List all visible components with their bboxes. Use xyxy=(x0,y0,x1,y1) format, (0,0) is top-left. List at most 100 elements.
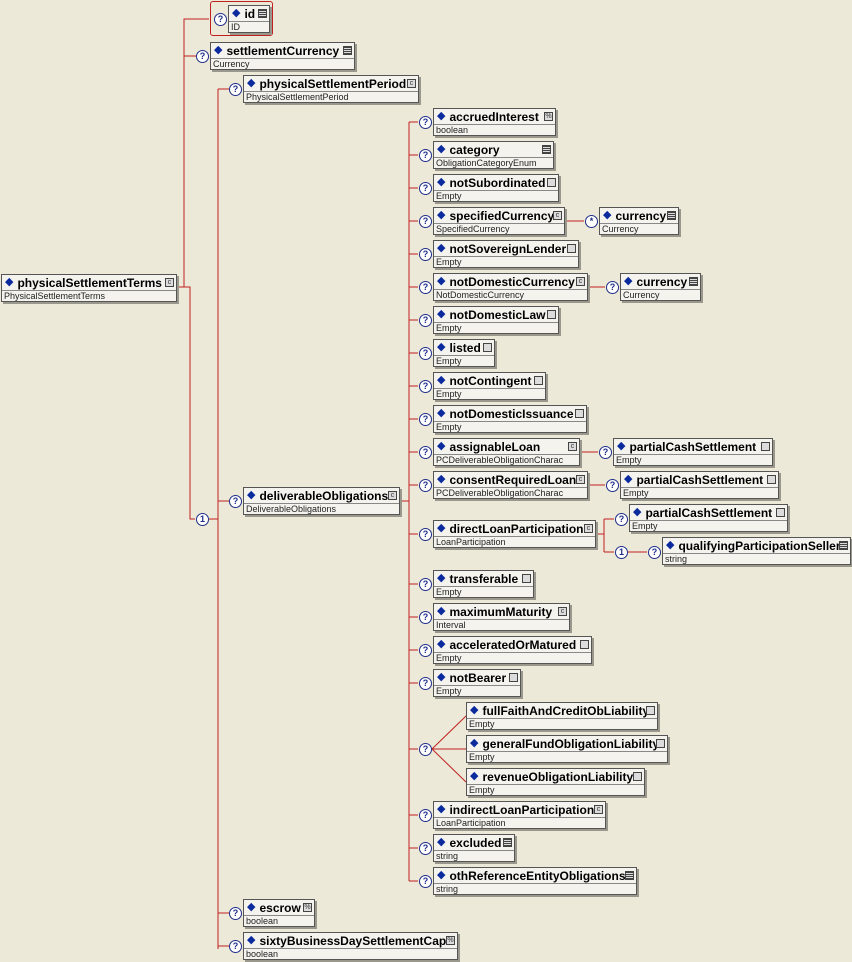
optional-icon: ? xyxy=(419,182,432,195)
node-listed[interactable]: ◆listed Empty xyxy=(433,339,495,367)
simple-type-icon xyxy=(839,541,848,550)
optional-icon: ? xyxy=(419,215,432,228)
optional-icon: ? xyxy=(615,513,628,526)
optional-icon: ? xyxy=(419,347,432,360)
node-qualifyingParticipationSeller[interactable]: ◆qualifyingParticipationSeller string xyxy=(662,537,851,565)
simple-type-icon xyxy=(343,46,352,55)
complex-type-icon: c xyxy=(568,442,577,451)
optional-icon: ? xyxy=(606,281,619,294)
empty-type-icon xyxy=(547,310,556,319)
node-notSubordinated[interactable]: ◆notSubordinated Empty xyxy=(433,174,559,202)
optional-icon: ? xyxy=(419,528,432,541)
node-assignableLoan[interactable]: ◆assignableLoan PCDeliverableObligationC… xyxy=(433,438,580,466)
node-acceleratedOrMatured[interactable]: ◆acceleratedOrMatured Empty xyxy=(433,636,592,664)
node-consentRequiredLoan[interactable]: ◆consentRequiredLoan PCDeliverableObliga… xyxy=(433,471,588,499)
optional-icon: ? xyxy=(419,380,432,393)
empty-type-icon xyxy=(522,574,531,583)
optional-icon: ? xyxy=(229,495,242,508)
node-indirectLoanParticipation[interactable]: ◆indirectLoanParticipation LoanParticipa… xyxy=(433,801,606,829)
element-icon: ◆ xyxy=(437,209,446,221)
element-icon: ◆ xyxy=(437,308,446,320)
optional-icon: ? xyxy=(419,446,432,459)
node-excluded[interactable]: ◆excluded string xyxy=(433,834,515,862)
optional-icon: ? xyxy=(606,479,619,492)
element-icon: ◆ xyxy=(617,440,626,452)
empty-type-icon xyxy=(656,739,665,748)
element-icon: ◆ xyxy=(214,44,223,56)
repeat-icon: * xyxy=(585,215,598,228)
node-currency[interactable]: ◆currency Currency xyxy=(620,273,701,301)
simple-type-icon xyxy=(542,145,551,154)
optional-icon: ? xyxy=(419,479,432,492)
node-revenueObligationLiability[interactable]: ◆revenueObligationLiability Empty xyxy=(466,768,645,796)
node-physicalSettlementPeriod[interactable]: ◆physicalSettlementPeriod PhysicalSettle… xyxy=(243,75,419,103)
optional-icon: ? xyxy=(419,413,432,426)
node-directLoanParticipation[interactable]: ◆directLoanParticipation LoanParticipati… xyxy=(433,520,596,548)
node-physicalSettlementTerms[interactable]: ◆physicalSettlementTerms PhysicalSettlem… xyxy=(1,274,177,302)
empty-type-icon xyxy=(633,772,642,781)
node-id[interactable]: ◆id ID xyxy=(228,5,270,33)
element-icon: ◆ xyxy=(437,473,446,485)
node-transferable[interactable]: ◆transferable Empty xyxy=(433,570,534,598)
node-deliverableObligations[interactable]: ◆deliverableObligations DeliverableOblig… xyxy=(243,487,400,515)
empty-type-icon xyxy=(776,508,785,517)
empty-type-icon xyxy=(509,673,518,682)
element-icon: ◆ xyxy=(437,522,446,534)
element-icon: ◆ xyxy=(247,77,256,89)
node-sixtyBusinessDaySettlementCap[interactable]: ◆sixtyBusinessDaySettlementCap boolean % xyxy=(243,932,458,960)
optional-icon: ? xyxy=(419,248,432,261)
boolean-type-icon: % xyxy=(544,112,553,121)
element-icon: ◆ xyxy=(247,489,256,501)
element-icon: ◆ xyxy=(437,440,446,452)
element-icon: ◆ xyxy=(437,572,446,584)
simple-type-icon xyxy=(625,871,634,880)
node-notDomesticCurrency[interactable]: ◆notDomesticCurrency NotDomesticCurrency… xyxy=(433,273,588,301)
node-settlementCurrency[interactable]: ◆settlementCurrency Currency xyxy=(210,42,355,70)
element-icon: ◆ xyxy=(437,143,446,155)
element-icon: ◆ xyxy=(437,638,446,650)
element-icon: ◆ xyxy=(666,539,675,551)
node-othReferenceEntityObligations[interactable]: ◆othReferenceEntityObligations string xyxy=(433,867,637,895)
node-notDomesticLaw[interactable]: ◆notDomesticLaw Empty xyxy=(433,306,559,334)
element-icon: ◆ xyxy=(633,506,642,518)
node-escrow[interactable]: ◆escrow boolean % xyxy=(243,899,315,927)
empty-type-icon xyxy=(575,409,584,418)
element-icon: ◆ xyxy=(437,176,446,188)
node-generalFundObligationLiability[interactable]: ◆generalFundObligationLiability Empty xyxy=(466,735,668,763)
optional-icon: ? xyxy=(419,611,432,624)
element-icon: ◆ xyxy=(437,110,446,122)
node-partialCashSettlement[interactable]: ◆partialCashSettlement Empty xyxy=(620,471,779,499)
node-partialCashSettlement[interactable]: ◆partialCashSettlement Empty xyxy=(613,438,773,466)
simple-type-icon xyxy=(503,838,512,847)
optional-icon: ? xyxy=(229,83,242,96)
boolean-type-icon: % xyxy=(446,936,455,945)
node-partialCashSettlement[interactable]: ◆partialCashSettlement Empty xyxy=(629,504,788,532)
empty-type-icon xyxy=(483,343,492,352)
node-notContingent[interactable]: ◆notContingent Empty xyxy=(433,372,546,400)
node-category[interactable]: ◆category ObligationCategoryEnum xyxy=(433,141,554,169)
element-icon: ◆ xyxy=(470,704,479,716)
optional-icon: ? xyxy=(599,446,612,459)
optional-icon: ? xyxy=(648,546,661,559)
complex-type-icon: c xyxy=(576,475,585,484)
element-icon: ◆ xyxy=(437,242,446,254)
node-maximumMaturity[interactable]: ◆maximumMaturity Interval c xyxy=(433,603,570,631)
complex-type-icon: c xyxy=(165,278,174,287)
complex-type-icon: c xyxy=(388,491,397,500)
complex-type-icon: c xyxy=(584,524,593,533)
simple-type-icon xyxy=(258,9,267,18)
element-icon: ◆ xyxy=(437,869,446,881)
node-notDomesticIssuance[interactable]: ◆notDomesticIssuance Empty xyxy=(433,405,587,433)
node-notSovereignLender[interactable]: ◆notSovereignLender Empty xyxy=(433,240,579,268)
node-currency[interactable]: ◆currency Currency xyxy=(599,207,679,235)
node-notBearer[interactable]: ◆notBearer Empty xyxy=(433,669,521,697)
optional-icon: ? xyxy=(419,578,432,591)
simple-type-icon xyxy=(689,277,698,286)
element-icon: ◆ xyxy=(437,407,446,419)
node-specifiedCurrency[interactable]: ◆specifiedCurrency SpecifiedCurrency c xyxy=(433,207,565,235)
element-icon: ◆ xyxy=(247,934,256,946)
node-fullFaithAndCreditObLiability[interactable]: ◆fullFaithAndCreditObLiability Empty xyxy=(466,702,658,730)
optional-icon: ? xyxy=(419,149,432,162)
element-icon: ◆ xyxy=(470,737,479,749)
node-accruedInterest[interactable]: ◆accruedInterest boolean % xyxy=(433,108,556,136)
